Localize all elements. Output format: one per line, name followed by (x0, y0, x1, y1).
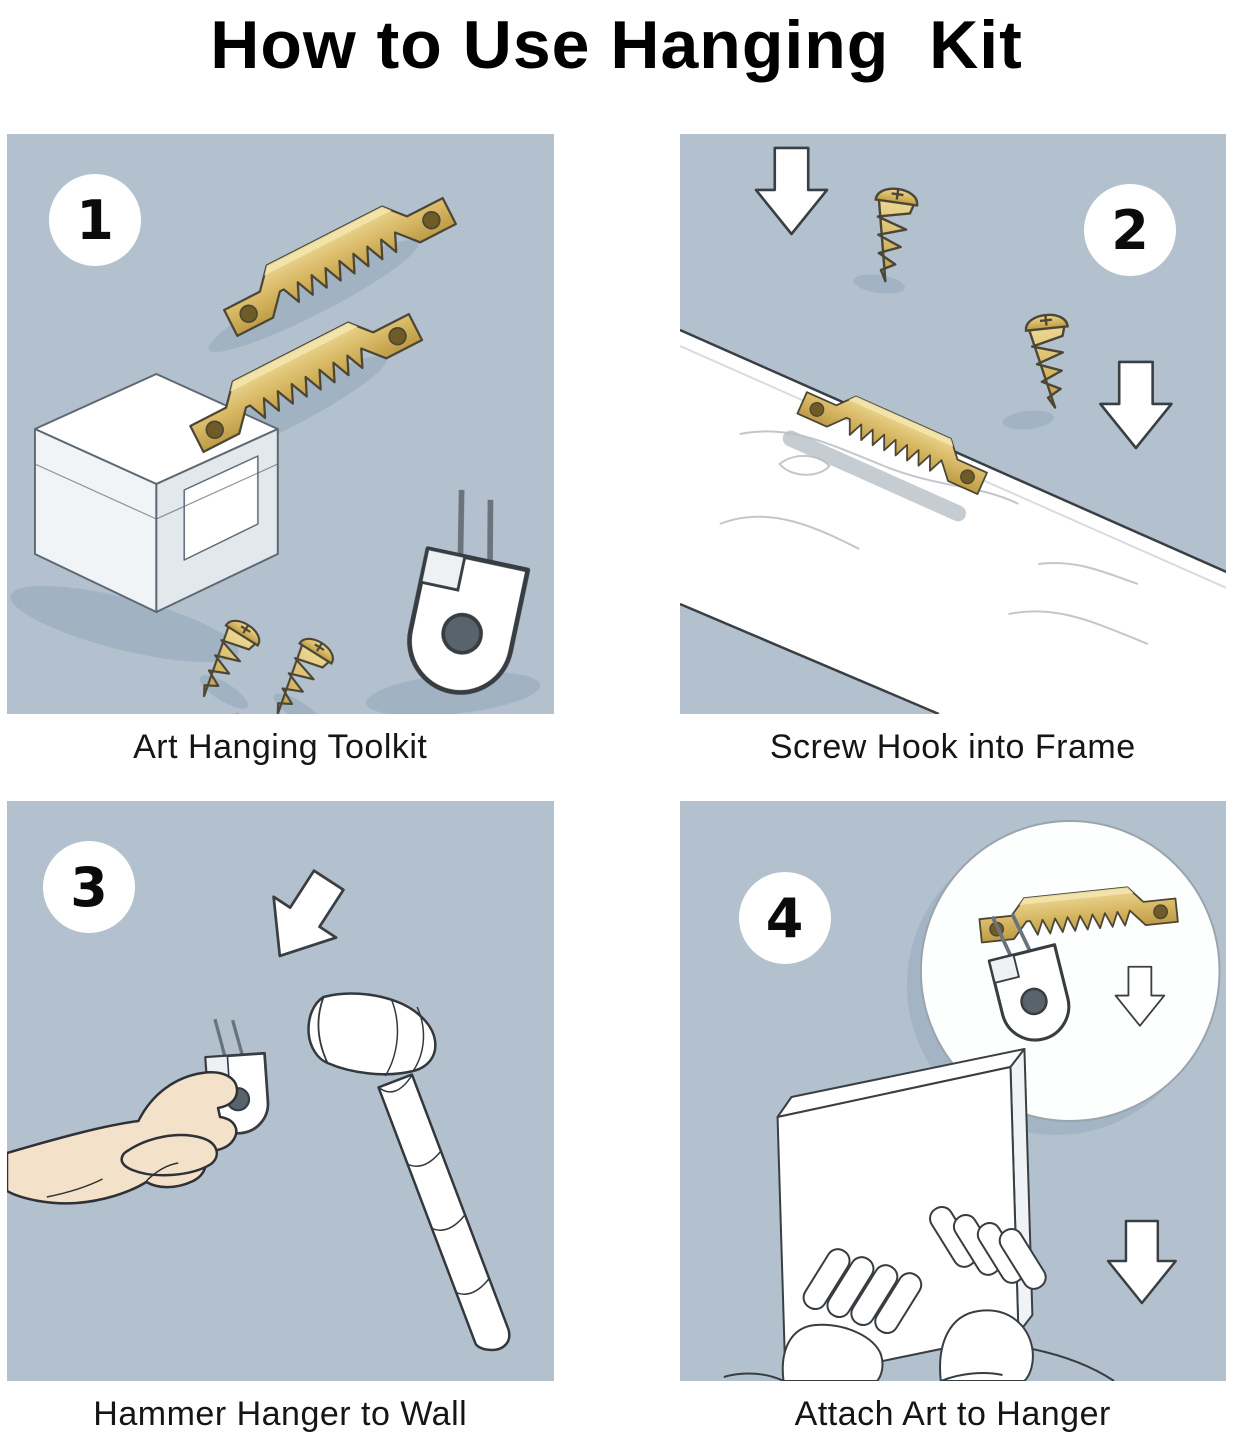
panel-1-illustration: 1 (7, 134, 554, 714)
step-3-number: 3 (70, 855, 108, 919)
wood-grain (718, 430, 1148, 645)
panel-2-illustration: 2 (679, 134, 1226, 714)
page-title: How to Use Hanging Kit (210, 7, 1023, 83)
step-1-badge: 1 (49, 174, 141, 266)
panel-1-caption: Art Hanging Toolkit (133, 728, 428, 766)
panel-4-illustration: 4 (679, 801, 1226, 1381)
step-1-number: 1 (76, 188, 114, 252)
down-arrow-icon (1106, 1219, 1177, 1305)
panel-grid: 1 Art Hanging Toolkit (0, 134, 1233, 1434)
panel-2-caption: Screw Hook into Frame (769, 728, 1136, 766)
step-2-badge: 2 (1084, 184, 1176, 276)
sawtooth-hanger-icon (213, 179, 457, 338)
panel-4-caption: Attach Art to Hanger (794, 1395, 1111, 1433)
toolkit-illustration (10, 179, 554, 714)
step-2-number: 2 (1111, 198, 1149, 262)
hands-icon (723, 1205, 1115, 1381)
down-arrow-icon (247, 858, 362, 978)
screw-shadow (1002, 410, 1054, 430)
screw-into-frame-illustration (679, 146, 1226, 714)
step-4-badge: 4 (738, 872, 831, 964)
wall-hook-icon (400, 486, 541, 702)
screw-icon (1022, 311, 1077, 411)
panel-step-2: 2 Screw Hook into Frame (679, 134, 1226, 767)
hammer-to-wall-illustration (7, 858, 511, 1352)
panel-3-illustration: 3 (7, 801, 554, 1381)
down-arrow-icon (1098, 360, 1173, 450)
down-arrow-icon (754, 146, 828, 236)
panel-3-caption: Hammer Hanger to Wall (93, 1395, 468, 1433)
step-4-number: 4 (765, 886, 804, 950)
panel-step-4: 4 Attach Art to Hanger (679, 801, 1226, 1434)
hand-icon (7, 1071, 239, 1205)
hanging-kit-instructions: How to Use Hanging Kit (0, 6, 1233, 1434)
panel-step-3: 3 Hammer Hanger to Wall (7, 801, 554, 1434)
screw-shadow (852, 274, 905, 294)
screw-icon (188, 708, 268, 714)
step-3-badge: 3 (43, 841, 135, 933)
hanger-shadow (782, 430, 966, 522)
screw-icon (862, 184, 920, 286)
storage-box-icon (33, 373, 279, 613)
attach-art-illustration (723, 820, 1221, 1381)
panel-step-1: 1 Art Hanging Toolkit (7, 134, 554, 767)
hammer-icon (307, 992, 511, 1352)
